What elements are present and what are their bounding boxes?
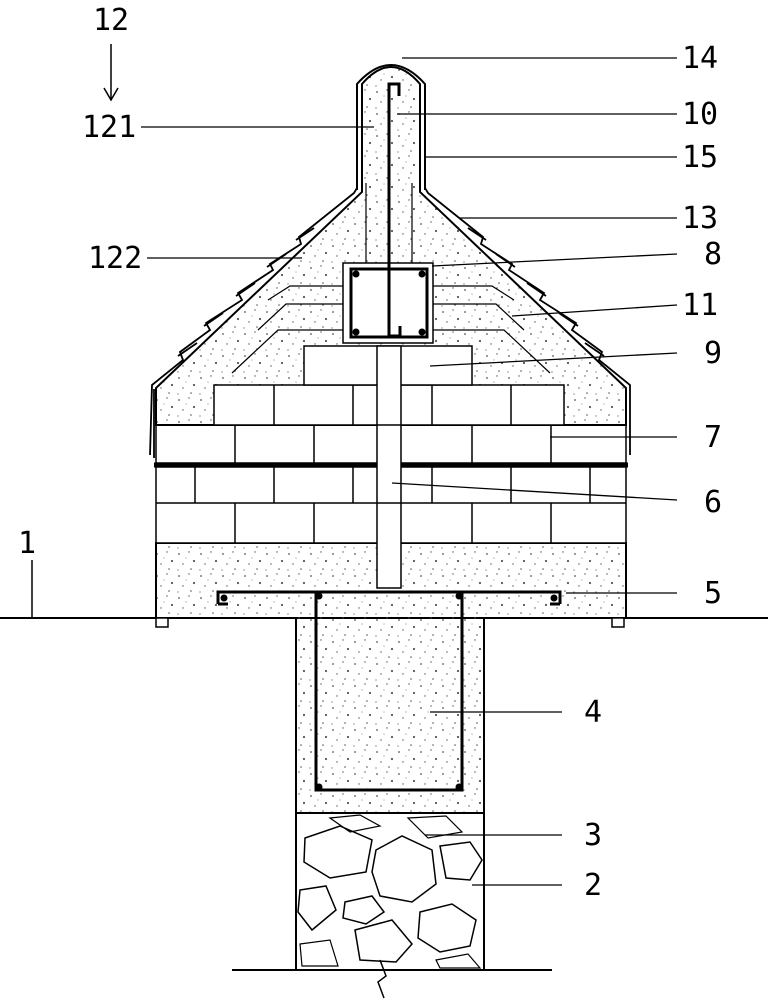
right-foot (612, 618, 624, 627)
tie-column (377, 346, 401, 588)
label-11: 11 (682, 288, 718, 323)
label-121: 121 (82, 110, 136, 145)
direction-arrow (104, 44, 118, 100)
rubble-foundation (296, 813, 484, 970)
label-14: 14 (682, 41, 718, 76)
label-3: 3 (584, 818, 602, 853)
left-foot (156, 618, 168, 627)
label-12: 12 (93, 3, 129, 38)
label-4: 4 (584, 695, 602, 730)
label-6: 6 (704, 485, 722, 520)
label-13: 13 (682, 201, 718, 236)
label-5: 5 (704, 576, 722, 611)
label-15: 15 (682, 140, 718, 175)
label-2: 2 (584, 868, 602, 903)
label-122: 122 (88, 241, 142, 276)
label-9: 9 (704, 336, 722, 371)
label-7: 7 (704, 420, 722, 455)
label-10: 10 (682, 97, 718, 132)
label-8: 8 (704, 237, 722, 272)
label-1: 1 (18, 526, 36, 561)
